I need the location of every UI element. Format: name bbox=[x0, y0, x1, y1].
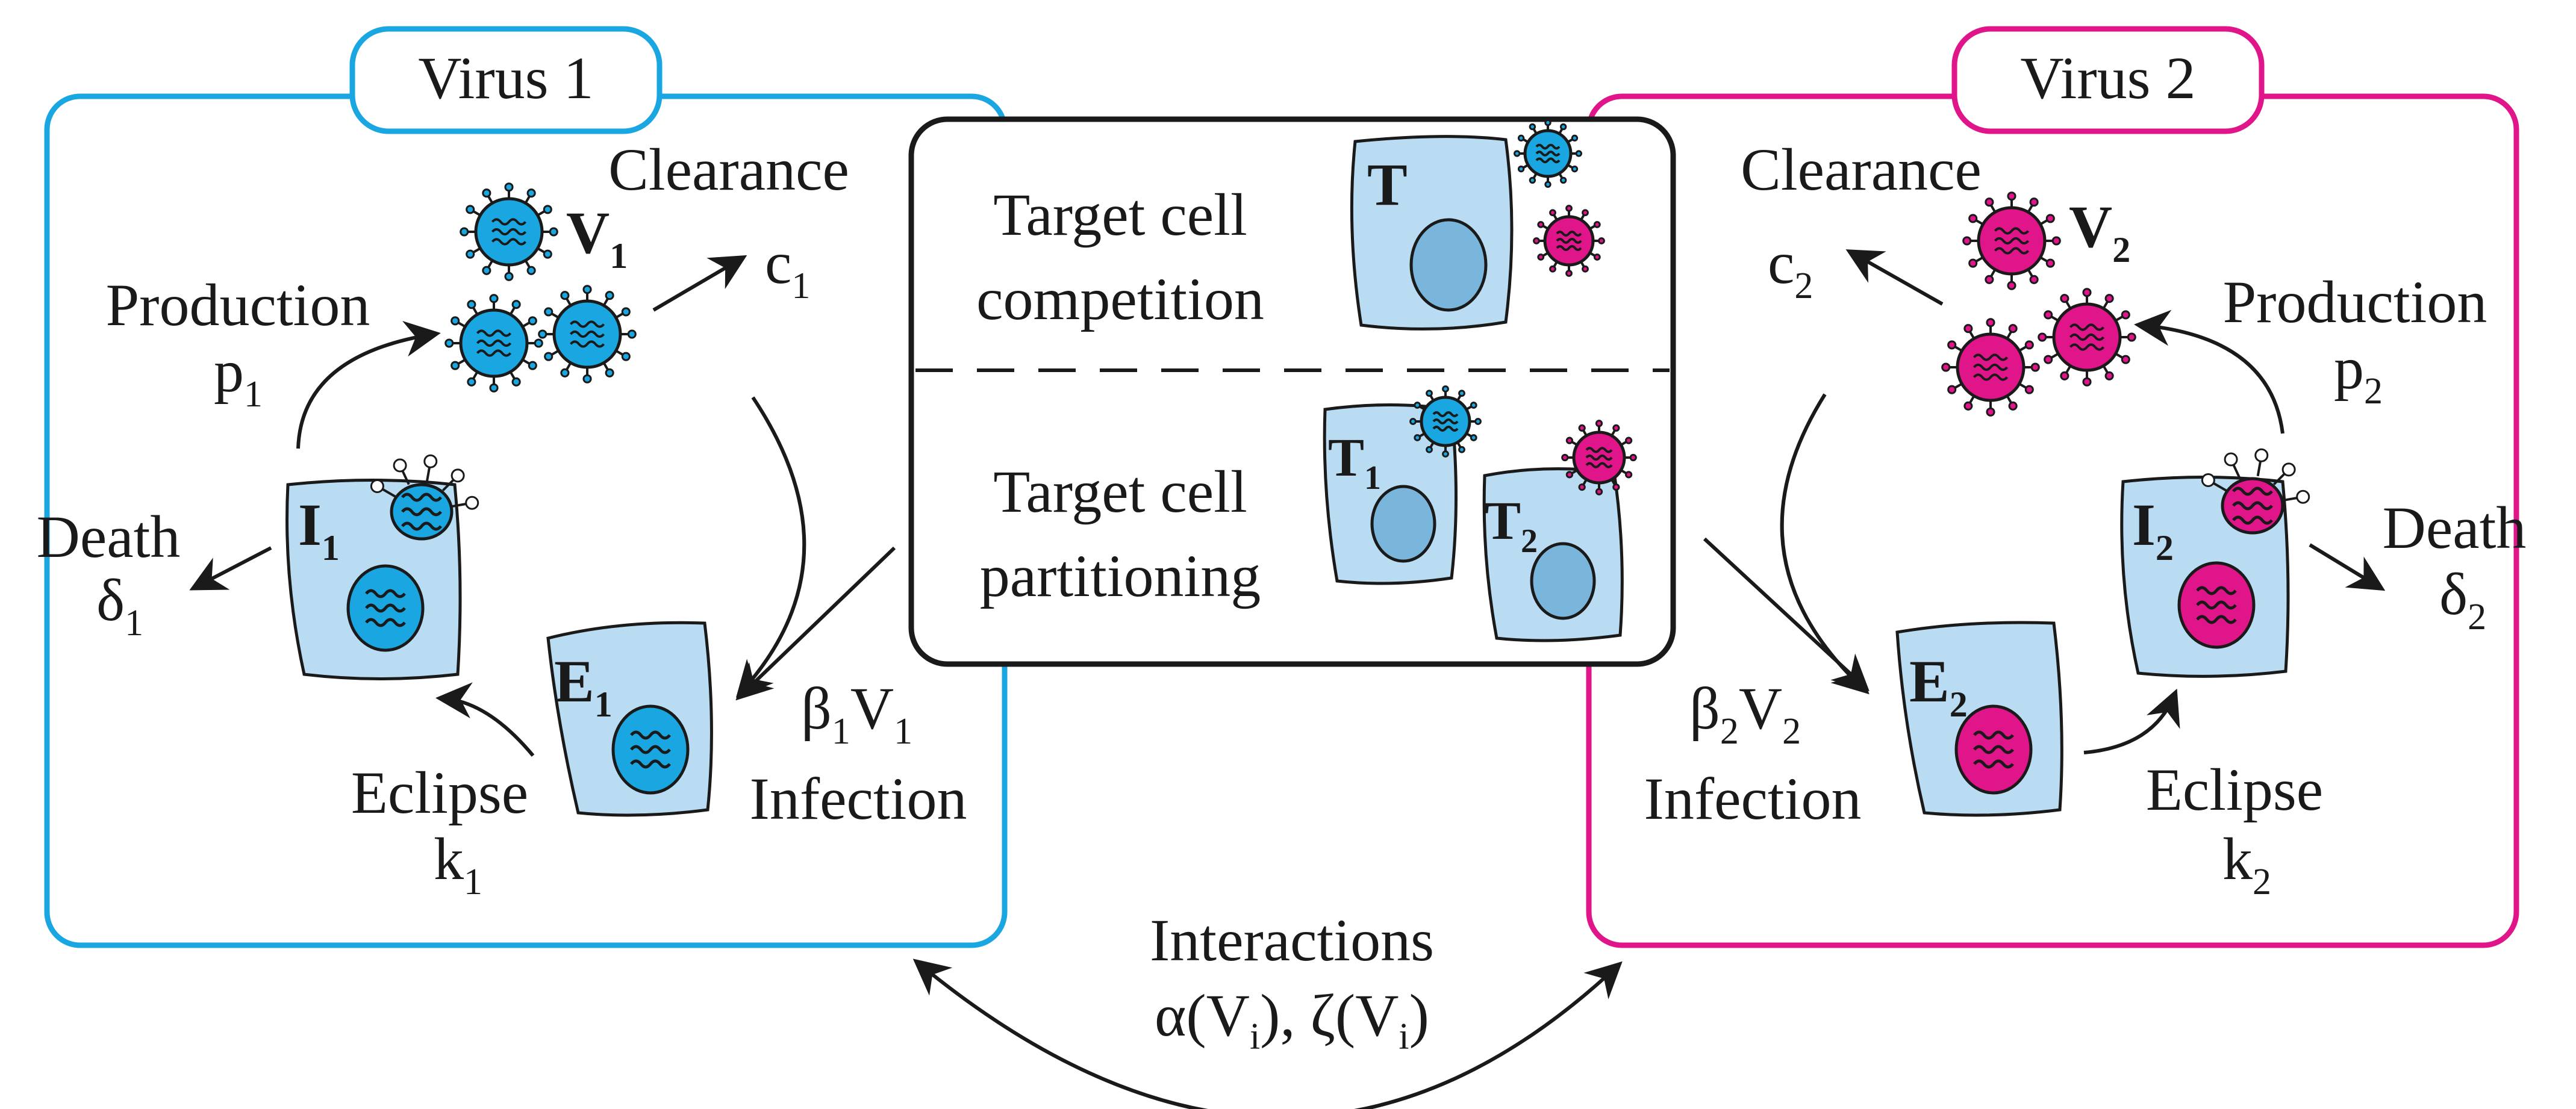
virus1-eclipse-arrow bbox=[435, 682, 535, 757]
center-to-virus2-infection-arrow bbox=[1703, 537, 1870, 692]
virus1-title: Virus 1 bbox=[418, 45, 593, 111]
partition-virion-1 bbox=[1409, 385, 1482, 458]
virus1-production-label: Production bbox=[106, 272, 370, 338]
virus1-infection-label: Infection bbox=[750, 765, 967, 832]
virus2-title-tab bbox=[1951, 26, 2265, 134]
infected-cell-I2-label: I2 bbox=[2132, 491, 2174, 568]
virus1-virion bbox=[538, 285, 637, 384]
virus1-infection-rate: β1V1 bbox=[801, 675, 912, 752]
virus2-eclipse-label: Eclipse bbox=[2146, 756, 2323, 823]
competition-virion-2 bbox=[1533, 205, 1605, 277]
virus2-virion bbox=[2038, 288, 2136, 387]
virus1-title-tab bbox=[349, 26, 663, 134]
virus2-virion bbox=[1941, 318, 2040, 417]
virus2-virion-label: V2 bbox=[2069, 193, 2130, 270]
arrows bbox=[189, 249, 2386, 1109]
virus1-death-rate: δ1 bbox=[96, 567, 143, 644]
virus2-production-arrow bbox=[2134, 309, 2284, 434]
virus2-death-rate: δ2 bbox=[2439, 561, 2486, 638]
eclipse-cell-E1: E1 bbox=[546, 621, 713, 817]
virus2-clearance-rate: c2 bbox=[1768, 229, 1813, 306]
virus2-virion-to-eclipse-arrow bbox=[1780, 393, 1870, 695]
virus2-production-rate: p2 bbox=[2334, 335, 2383, 412]
eclipse-cell-E1-label: E1 bbox=[554, 648, 613, 724]
partitioning-label-line1: Target cell bbox=[993, 458, 1247, 525]
virus2-infection-label: Infection bbox=[1644, 765, 1862, 832]
virus2-death-arrow bbox=[2309, 543, 2386, 591]
virus1-production-rate: p1 bbox=[214, 338, 263, 415]
partitioning-label-line2: partitioning bbox=[980, 542, 1261, 609]
virus1-eclipse-label: Eclipse bbox=[351, 759, 528, 826]
virus1-production-arrow bbox=[296, 320, 441, 449]
virus1-clearance-arrow bbox=[652, 255, 747, 312]
target-cell-T-label: T bbox=[1367, 151, 1408, 218]
virus1-virion bbox=[460, 182, 558, 281]
infected-cell-I1: I1 bbox=[285, 479, 462, 680]
virus2-infected-genome bbox=[2196, 586, 2237, 624]
virus1-eclipse-rate: k1 bbox=[434, 825, 482, 902]
virus1-death-arrow bbox=[189, 546, 272, 591]
virus1-eclipse-genome bbox=[630, 730, 671, 769]
virus2-virion bbox=[1962, 191, 2061, 290]
interactions-functions: α(Vi), ζ(Vi) bbox=[1155, 982, 1429, 1057]
target-cell-T: T bbox=[1350, 135, 1514, 331]
virus2-infection-rate: β2V2 bbox=[1689, 675, 1801, 752]
target-cell-T2: T2 bbox=[1482, 467, 1624, 642]
center-to-virus1-infection-arrow bbox=[735, 546, 896, 701]
competition-label-line1: Target cell bbox=[993, 181, 1247, 248]
virus1-budding-genome bbox=[401, 492, 442, 531]
virus1-virion-label: V1 bbox=[566, 199, 628, 276]
virus2-death-label: Death bbox=[2383, 494, 2527, 561]
virus2-title: Virus 2 bbox=[2020, 45, 2195, 111]
target-cell-T1: T1 bbox=[1323, 403, 1458, 585]
interactions-arrow bbox=[912, 958, 1623, 1109]
virus2-eclipse-rate: k2 bbox=[2222, 825, 2271, 902]
virus1-virion-to-eclipse-arrow bbox=[735, 396, 806, 698]
virus2-budding-genome bbox=[2232, 486, 2273, 525]
target-cell-T1-label: T1 bbox=[1328, 428, 1381, 497]
interactions-label: Interactions bbox=[1150, 907, 1434, 974]
competition-virion-1 bbox=[1514, 119, 1582, 188]
virus1-budding-virion bbox=[370, 454, 479, 510]
virus1-death-label: Death bbox=[37, 503, 181, 570]
eclipse-cell-E2: E2 bbox=[1895, 621, 2063, 817]
virus1-clearance-rate: c1 bbox=[765, 229, 810, 306]
virus1-infected-genome bbox=[365, 589, 406, 627]
virus2-clearance-arrow bbox=[1845, 249, 1944, 306]
eclipse-cell-E2-label: E2 bbox=[1909, 648, 1968, 724]
target-cell-T2-label: T2 bbox=[1485, 491, 1538, 560]
competition-label-line2: competition bbox=[976, 266, 1264, 332]
virus2-eclipse-genome bbox=[1973, 730, 2014, 769]
virus2-eclipse-arrow bbox=[2083, 688, 2180, 754]
virus1-virion bbox=[444, 294, 543, 393]
infected-cell-I1-label: I1 bbox=[298, 491, 340, 568]
partition-virion-2 bbox=[1561, 420, 1637, 495]
virion-group bbox=[365, 119, 2310, 769]
virus2-production-label: Production bbox=[2223, 269, 2487, 335]
virus2-budding-virion bbox=[2201, 448, 2310, 504]
virus2-clearance-label: Clearance bbox=[1741, 136, 1982, 203]
virus1-clearance-label: Clearance bbox=[608, 136, 849, 203]
